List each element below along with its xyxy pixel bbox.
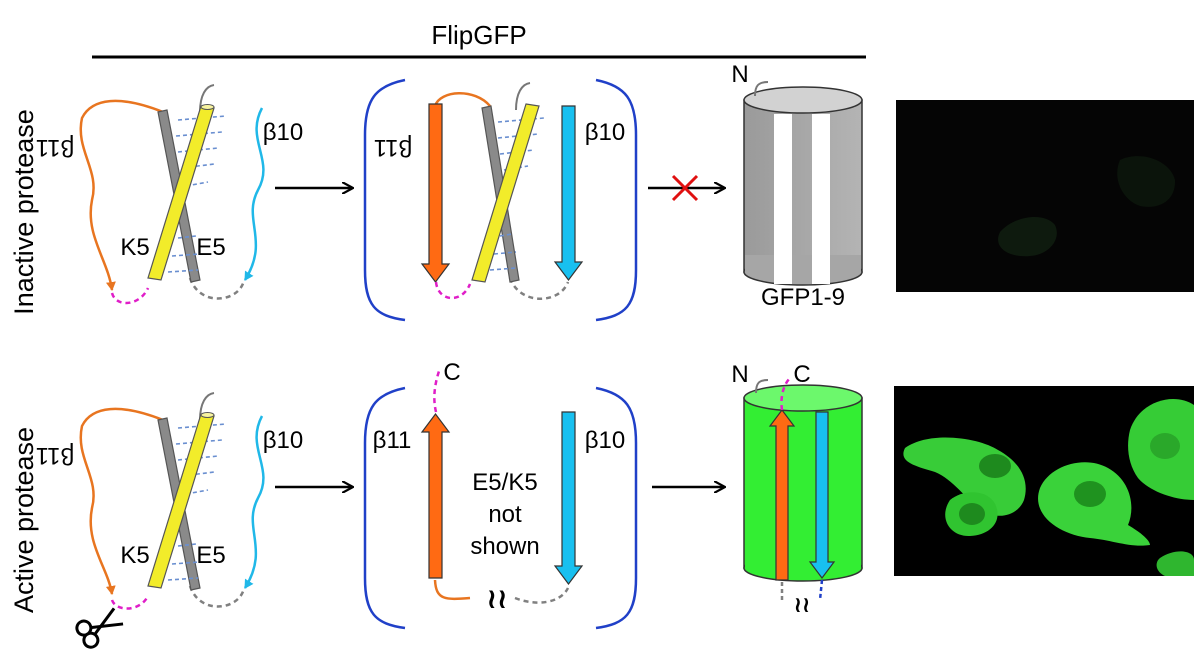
e5-label: E5	[196, 234, 225, 261]
c-terminus-label: C	[443, 359, 460, 386]
inactive-flipgfp-construct: β11 β10 K5 E5	[36, 84, 304, 305]
active-microscopy-image	[894, 386, 1194, 576]
gray-linker	[508, 277, 570, 300]
cleavable-linker	[110, 287, 150, 305]
scissors-icon	[75, 607, 124, 649]
green-cell	[1156, 551, 1194, 576]
break-mark-icon: ≀≀	[487, 583, 508, 614]
e5-label: E5	[196, 542, 225, 569]
cleavable-linker	[434, 281, 472, 300]
beta11-label: β11	[373, 427, 412, 454]
beta11-strand-loop	[79, 99, 164, 291]
beta11-strand-arrow	[420, 413, 451, 579]
bracket-left	[363, 386, 406, 630]
beta10-strand-wave	[243, 415, 265, 589]
beta11-strand-arrow	[420, 103, 451, 283]
k5-coil	[471, 103, 540, 283]
c-terminal-tail	[433, 367, 442, 413]
note-line-3: shown	[470, 533, 539, 560]
cell-nucleus	[959, 503, 985, 525]
header-title: FlipGFP	[431, 20, 526, 50]
gfp-barrel-label: GFP1-9	[761, 284, 845, 311]
faint-cell	[998, 216, 1057, 257]
note-line-1: E5/K5	[472, 469, 537, 496]
k5-coil-cap	[200, 104, 215, 110]
block-x-icon-stroke	[671, 174, 699, 202]
n-terminus-label: N	[731, 61, 748, 88]
active-bracketed-complex: C ≀≀ β11 β10 E5/K5 not shown	[363, 359, 638, 630]
beta10-label: β10	[263, 119, 304, 146]
gfp-barrel-fill	[745, 550, 861, 568]
c-terminal-tail	[780, 377, 791, 411]
bracket-right	[595, 386, 638, 630]
row-label-active: Active protease	[9, 427, 39, 613]
blue-linker	[818, 579, 824, 601]
gfp-barrel-body	[743, 397, 863, 569]
gfp-barrel-fill	[745, 255, 861, 272]
active-flipgfp-construct: β11 β10 K5 E5	[36, 392, 304, 649]
break-mark-icon: ≀≀	[794, 592, 811, 617]
bracket-right	[595, 78, 638, 322]
faint-cell	[1117, 156, 1176, 207]
beta10-strand-wave	[243, 107, 265, 281]
inactive-microscopy-image	[896, 100, 1194, 292]
beta11-label-flipped: β11	[374, 134, 413, 161]
beta11-label-flipped: β11	[36, 442, 75, 469]
beta11-top-loop	[433, 92, 491, 107]
gfp-barrel-gap-right	[812, 114, 830, 284]
n-terminus-tail	[754, 81, 769, 97]
gray-linker	[514, 587, 570, 604]
n-terminus-tail	[755, 379, 769, 394]
note-line-2: not	[488, 501, 522, 528]
beta10-label: β10	[585, 427, 626, 454]
gfp-barrel-body	[743, 99, 863, 273]
n-terminus-label: N	[731, 361, 748, 388]
k5-label: K5	[120, 542, 149, 569]
beta11-bottom-linker	[433, 579, 471, 601]
gfp-barrel-gap-left	[774, 114, 792, 284]
c-terminus-label: C	[793, 361, 810, 388]
gfp-barrel-top	[743, 384, 863, 412]
gfp-barrel-active: ≀≀ N C	[731, 361, 863, 617]
cell-nucleus	[1074, 481, 1106, 507]
beta11-strand-loop	[79, 407, 164, 595]
gfp-barrel-inactive: N GFP1-9	[731, 61, 863, 311]
beta10-strand-arrow	[553, 105, 584, 281]
beta11-label-flipped: β11	[36, 134, 75, 161]
gfp-barrel-top	[743, 86, 863, 114]
beta10-label: β10	[263, 427, 304, 454]
bracket-left	[363, 78, 406, 322]
beta10-label: β10	[585, 119, 626, 146]
inserted-beta10-strand	[808, 411, 836, 579]
k5-label: K5	[120, 234, 149, 261]
beta10-strand-arrow	[553, 411, 584, 585]
gray-linker	[188, 277, 246, 300]
cell-nucleus	[1150, 433, 1180, 459]
inactive-bracketed-complex: β11 β10	[363, 78, 638, 322]
row-label-inactive: Inactive protease	[9, 109, 39, 315]
k5-coil-cap	[200, 412, 215, 418]
cell-nucleus	[979, 454, 1011, 478]
inserted-beta11-strand	[768, 409, 796, 581]
gray-linker	[188, 585, 246, 608]
blocked-arrow	[648, 174, 724, 202]
e5-n-tail	[515, 82, 531, 111]
cleaved-linker	[110, 595, 150, 610]
